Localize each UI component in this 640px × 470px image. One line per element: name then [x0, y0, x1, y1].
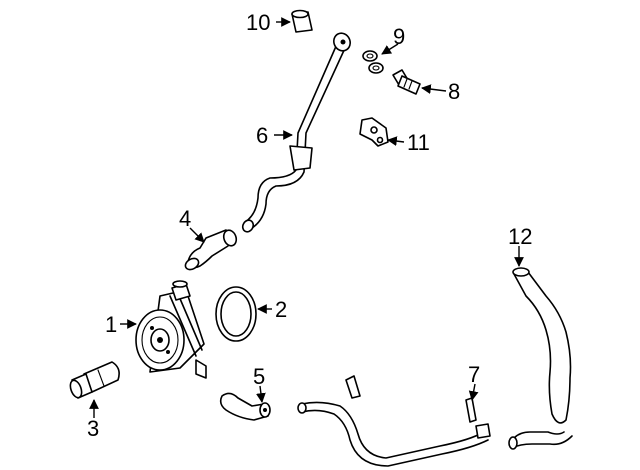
part-12-hose [508, 267, 573, 450]
part-9-washers [362, 50, 384, 74]
part-6-oil-pipe [241, 32, 351, 233]
part-3-fitting [69, 361, 120, 399]
callout-1: 1 [105, 312, 117, 337]
part-10-grommet [291, 9, 313, 33]
part-5-elbow-hose [219, 392, 271, 421]
callout-12: 12 [508, 224, 532, 249]
callout-8: 8 [448, 79, 460, 104]
part-2-o-ring [215, 286, 257, 342]
part-11-bracket [359, 117, 389, 147]
callout-6: 6 [256, 123, 268, 148]
callout-7: 7 [468, 362, 480, 387]
leader-lines [89, 17, 524, 418]
callout-4: 4 [179, 206, 191, 231]
callout-10: 10 [246, 10, 270, 35]
part-8-bolt [392, 69, 421, 95]
callout-5: 5 [253, 364, 265, 389]
callout-labels: 10 9 8 6 11 4 12 2 1 5 7 3 [87, 10, 532, 441]
part-7-oil-pipe [297, 375, 491, 467]
part-4-hose [184, 229, 238, 271]
callout-11: 11 [407, 130, 430, 155]
callout-2: 2 [275, 297, 287, 322]
callout-3: 3 [87, 416, 99, 441]
part-1-oil-cooler [135, 280, 207, 379]
callout-9: 9 [393, 24, 405, 49]
